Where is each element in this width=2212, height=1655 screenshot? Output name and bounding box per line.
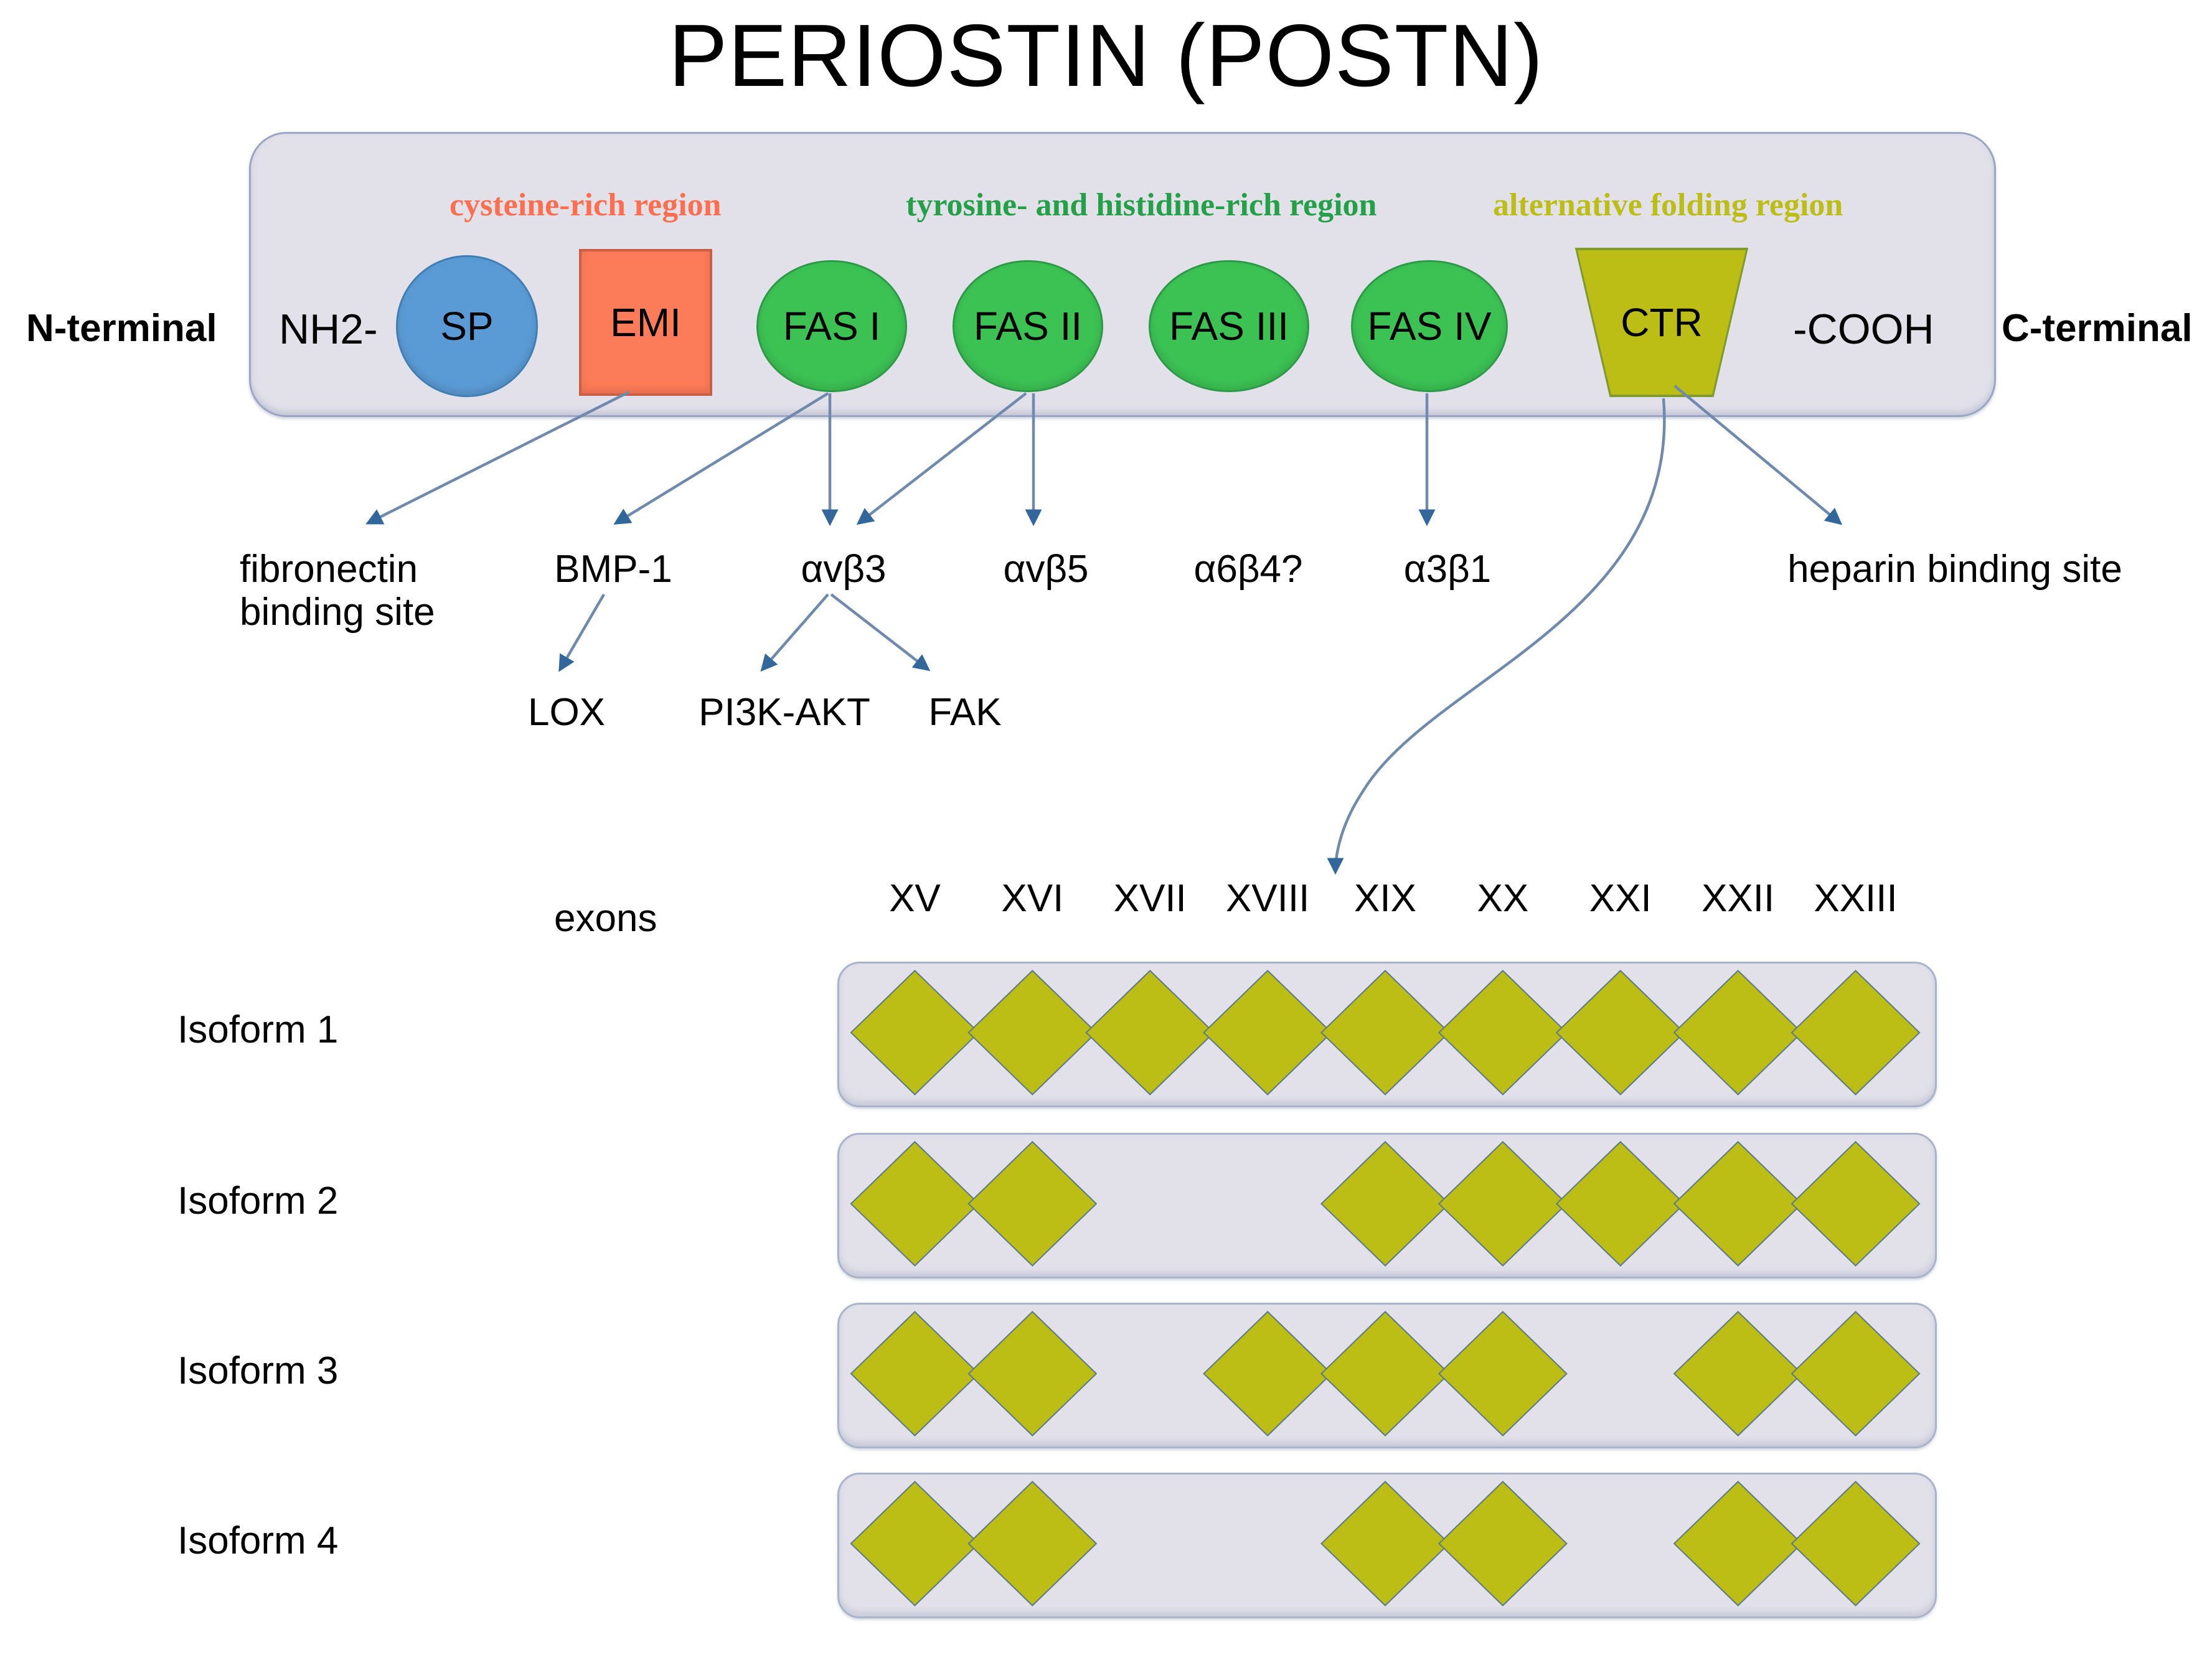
domain-emi-label: EMI — [610, 300, 681, 345]
c-terminal-label: C-terminal — [2002, 307, 2193, 350]
exon-tick-xv: XV — [889, 877, 941, 920]
isoform-label-1: Isoform 1 — [177, 1008, 339, 1051]
exon-tick-xxii: XXII — [1701, 877, 1775, 920]
arrow-avb3-to-pi3k-akt — [760, 593, 829, 672]
page-title: PERIOSTIN (POSTN) — [668, 6, 1544, 105]
isoform-label-4: Isoform 4 — [177, 1519, 339, 1562]
annotation-avb5: αvβ5 — [1003, 548, 1089, 591]
annotation-pi3k-akt: PI3K-AKT — [699, 691, 870, 734]
isoform-label-2: Isoform 2 — [177, 1179, 339, 1222]
exon-tick-xx: XX — [1477, 877, 1529, 920]
domain-sp-label: SP — [440, 304, 494, 349]
domain-fas-4-label: FAS IV — [1367, 304, 1492, 349]
annotation-bmp1: BMP-1 — [554, 548, 672, 591]
arrow-avb3-to-fak — [830, 593, 931, 672]
domain-fas-2-label: FAS II — [973, 304, 1083, 349]
domain-fas-1-label: FAS I — [783, 304, 881, 349]
nh2-label: NH2- — [279, 306, 378, 353]
n-terminal-label: N-terminal — [26, 307, 217, 350]
region-label-cysteine: cysteine-rich region — [449, 187, 722, 223]
domain-fas-3-label: FAS III — [1169, 304, 1289, 349]
annotation-fibronectin-binding-site: fibronectin binding site — [240, 548, 501, 634]
domain-sp[interactable]: SP — [396, 255, 538, 397]
annotation-avb3: αvβ3 — [801, 548, 887, 591]
exon-tick-xxiii: XXIII — [1814, 877, 1898, 920]
arrow-bmp1-to-lox — [558, 593, 605, 672]
domain-fas-4[interactable]: FAS IV — [1351, 260, 1508, 392]
arrow-ctr-to-exon-diagram — [1327, 398, 1666, 875]
region-label-alternative-folding: alternative folding region — [1493, 187, 1843, 223]
annotation-a6b4: α6β4? — [1193, 548, 1303, 591]
annotation-fak: FAK — [928, 691, 1002, 734]
domain-fas-1[interactable]: FAS I — [756, 260, 907, 392]
domain-fas-3[interactable]: FAS III — [1149, 260, 1309, 392]
domain-fas-2[interactable]: FAS II — [953, 260, 1103, 392]
exon-tick-xvii: XVII — [1113, 877, 1187, 920]
annotation-heparin-binding-site: heparin binding site — [1787, 548, 2122, 591]
annotation-fibronectin-line-2: binding site — [240, 591, 435, 634]
cooh-label: -COOH — [1793, 306, 1934, 353]
domain-emi[interactable]: EMI — [579, 249, 712, 396]
domain-ctr-label: CTR — [1621, 300, 1703, 345]
exon-tick-xvi: XVI — [1001, 877, 1064, 920]
annotation-lox: LOX — [527, 691, 606, 734]
exon-tick-xix: XIX — [1354, 877, 1416, 920]
exons-label: exons — [554, 897, 657, 940]
region-label-tyrosine-histidine: tyrosine- and histidine-rich region — [906, 187, 1377, 223]
exon-tick-xviii: XVIII — [1225, 877, 1310, 920]
isoform-label-3: Isoform 3 — [177, 1349, 339, 1392]
annotation-fibronectin-line-1: fibronectin — [240, 548, 418, 591]
annotation-a3b1: α3β1 — [1403, 548, 1492, 591]
domain-ctr[interactable]: CTR — [1577, 250, 1746, 395]
exon-tick-xxi: XXI — [1589, 877, 1652, 920]
